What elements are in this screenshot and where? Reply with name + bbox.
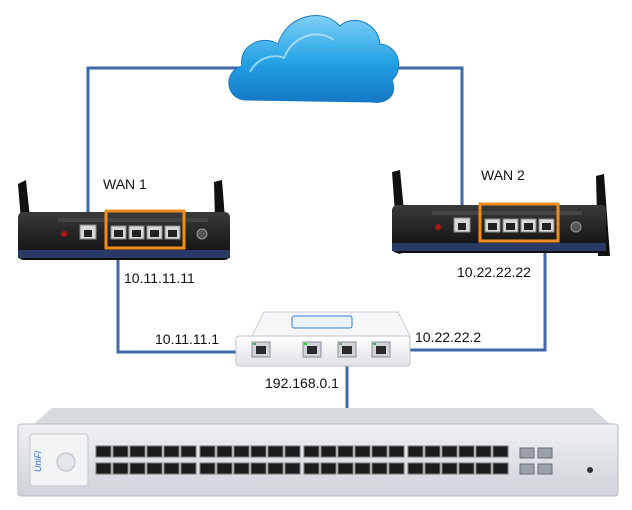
gateway-wan1-ip-label: 10.11.11.1 xyxy=(155,331,220,347)
gateway-wan2-ip-label: 10.22.22.2 xyxy=(415,329,482,345)
switch-port xyxy=(424,462,441,475)
switch-port xyxy=(216,445,233,458)
cable-cloud-to-router-left xyxy=(86,66,240,228)
switch-port xyxy=(267,462,284,475)
switch-port xyxy=(492,462,509,475)
switch-port xyxy=(320,445,337,458)
cloud-icon xyxy=(228,15,400,103)
wan1-label: WAN 1 xyxy=(103,176,147,192)
switch-port xyxy=(216,462,233,475)
switch-port xyxy=(146,445,163,458)
switch-port xyxy=(388,462,405,475)
switch-port xyxy=(180,445,197,458)
switch-port xyxy=(458,462,475,475)
switch-port xyxy=(441,462,458,475)
router-right xyxy=(392,170,610,256)
switch-port xyxy=(267,445,284,458)
reset-button-right xyxy=(435,224,441,230)
switch-port xyxy=(95,445,112,458)
switch-port xyxy=(250,445,267,458)
switch-port xyxy=(284,462,301,475)
switch-port xyxy=(95,462,112,475)
switch-port xyxy=(112,445,129,458)
switch-port xyxy=(233,445,250,458)
switch-port xyxy=(371,445,388,458)
switch-brand-label: UniFi xyxy=(33,450,43,472)
switch-port xyxy=(407,462,424,475)
switch-port xyxy=(388,445,405,458)
wan2-ip-label: 10.22.22.22 xyxy=(457,264,531,280)
switch-icon: UniFi xyxy=(17,408,619,497)
switch-port xyxy=(163,445,180,458)
switch-port xyxy=(337,445,354,458)
switch-port xyxy=(129,462,146,475)
switch-port xyxy=(407,445,424,458)
switch-port-banks xyxy=(95,445,509,475)
switch-port xyxy=(129,445,146,458)
switch-port xyxy=(492,445,509,458)
switch-port xyxy=(303,445,320,458)
switch-port xyxy=(163,462,180,475)
switch-port xyxy=(199,445,216,458)
switch-port xyxy=(337,462,354,475)
cable-router-left-to-gateway xyxy=(116,232,258,354)
switch-port xyxy=(475,462,492,475)
cable-router-right-to-gateway xyxy=(380,230,547,352)
switch-port xyxy=(371,462,388,475)
switch-port xyxy=(458,445,475,458)
switch-port xyxy=(475,445,492,458)
lan-ip-label: 192.168.0.1 xyxy=(265,375,339,391)
router-left xyxy=(18,180,230,260)
security-gateway-icon xyxy=(235,311,411,367)
reset-button-left xyxy=(61,231,67,237)
switch-port xyxy=(354,462,371,475)
switch-port xyxy=(233,462,250,475)
switch-port xyxy=(441,445,458,458)
switch-port xyxy=(250,462,267,475)
switch-port xyxy=(320,462,337,475)
wan1-ip-label: 10.11.11.11 xyxy=(124,270,195,286)
switch-port xyxy=(424,445,441,458)
switch-port xyxy=(303,462,320,475)
switch-port xyxy=(146,462,163,475)
switch-port xyxy=(354,445,371,458)
switch-port xyxy=(199,462,216,475)
switch-port xyxy=(180,462,197,475)
switch-port xyxy=(112,462,129,475)
switch-port xyxy=(284,445,301,458)
cable-cloud-to-router-right xyxy=(390,66,464,228)
wan2-label: WAN 2 xyxy=(481,167,525,183)
cables xyxy=(86,66,547,458)
